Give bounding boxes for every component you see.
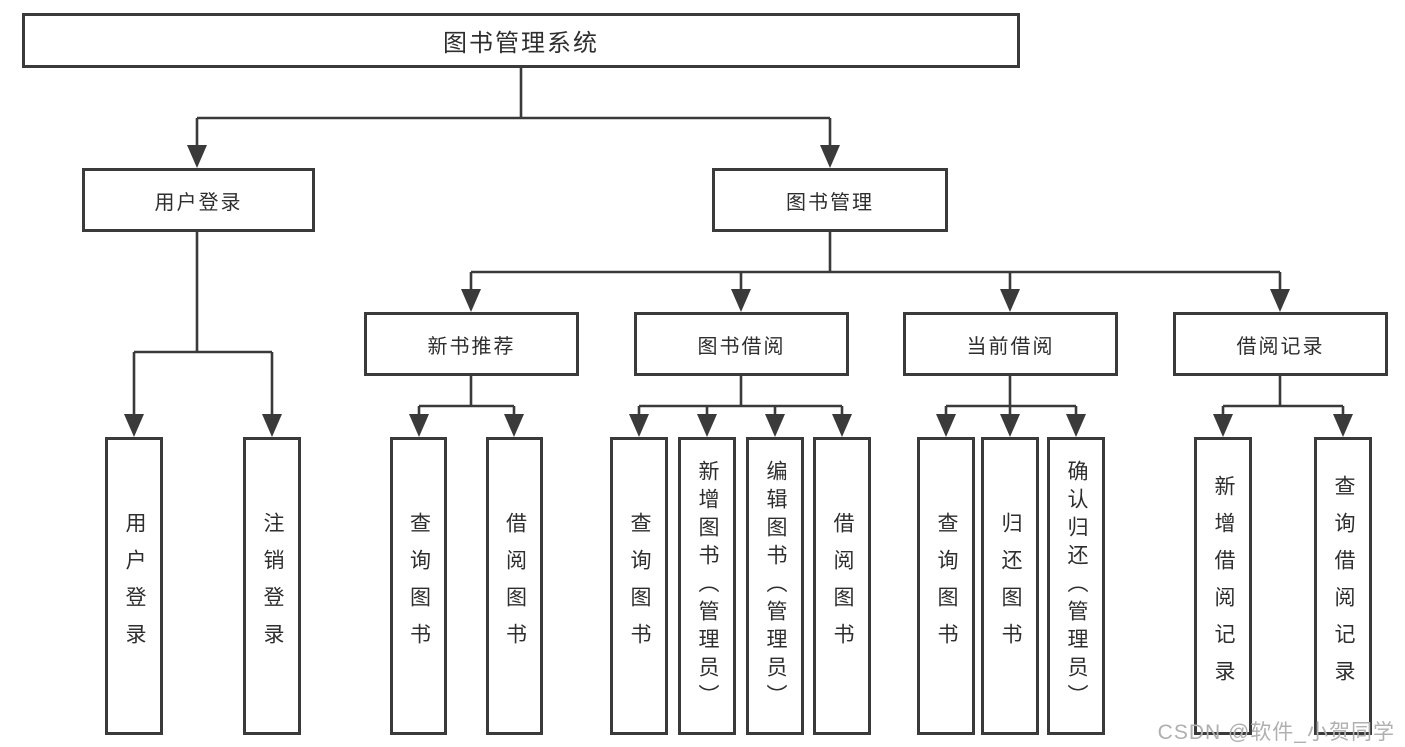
leaf-return-book: 归还图书 <box>981 437 1039 735</box>
node-current-borrowing: 当前借阅 <box>903 312 1118 376</box>
node-book-management: 图书管理 <box>712 168 948 232</box>
leaf-borrow-books-recommend: 借阅图书 <box>486 437 543 735</box>
node-new-book-recommend: 新书推荐 <box>364 312 579 376</box>
leaf-borrow-books-borrowing: 借阅图书 <box>813 437 871 735</box>
node-borrowing-records: 借阅记录 <box>1173 312 1388 376</box>
node-book-borrowing: 图书借阅 <box>634 312 849 376</box>
leaf-add-book-admin: 新增图书（管理员） <box>678 437 736 735</box>
node-library-management-system: 图书管理系统 <box>22 13 1020 68</box>
leaf-query-borrow-record: 查询借阅记录 <box>1314 437 1372 735</box>
leaf-user-login: 用户登录 <box>105 437 163 735</box>
leaf-logout: 注销登录 <box>243 437 301 735</box>
leaf-query-books-borrowing: 查询图书 <box>610 437 668 735</box>
leaf-confirm-return-admin: 确认归还（管理员） <box>1047 437 1105 735</box>
leaf-query-books-recommend: 查询图书 <box>390 437 447 735</box>
leaf-add-borrow-record: 新增借阅记录 <box>1194 437 1252 735</box>
node-user-login: 用户登录 <box>82 168 315 232</box>
leaf-edit-book-admin: 编辑图书（管理员） <box>746 437 804 735</box>
csdn-watermark: CSDN @软件_小贺同学 <box>1157 720 1395 744</box>
leaf-query-books-current: 查询图书 <box>917 437 975 735</box>
